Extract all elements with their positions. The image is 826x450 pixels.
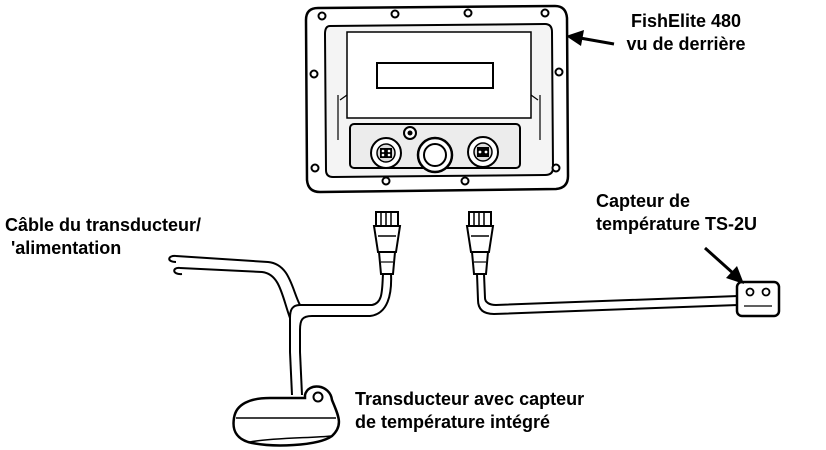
transducer-label: Transducteur avec capteur de température… [355,388,584,434]
unit-label-line2: vu de derrière [626,34,746,54]
connector-plug-icon [372,211,402,275]
transducer-icon [232,385,341,447]
temp-sensor-label-line1: Capteur de [596,191,691,211]
temp-sensor-label: Capteur de température TS-2U [596,190,757,236]
mounting-screws [309,8,564,186]
cable-label-line2: 'alimentation [11,238,122,258]
connector-ports [370,126,499,174]
transducer-power-cable [168,211,402,396]
cable-label-line1: Câble du transducteur/ [5,215,202,235]
arrow-unit-icon [566,30,615,46]
connector-plug-icon [465,211,495,275]
arrow-temp-sensor-icon [703,246,744,284]
transducer-label-line1: Transducteur avec capteur [355,389,585,409]
temp-sensor-label-line2: température TS-2U [596,214,758,234]
cable-label: Câble du transducteur/ 'alimentation [5,214,201,260]
unit-label-line1: FishElite 480 [630,11,742,31]
unit-label: FishElite 480 vu de derrière [598,10,774,56]
transducer-label-line2: de température intégré [355,412,551,432]
temperature-sensor-icon [735,280,781,318]
temperature-sensor-cable [465,211,739,316]
